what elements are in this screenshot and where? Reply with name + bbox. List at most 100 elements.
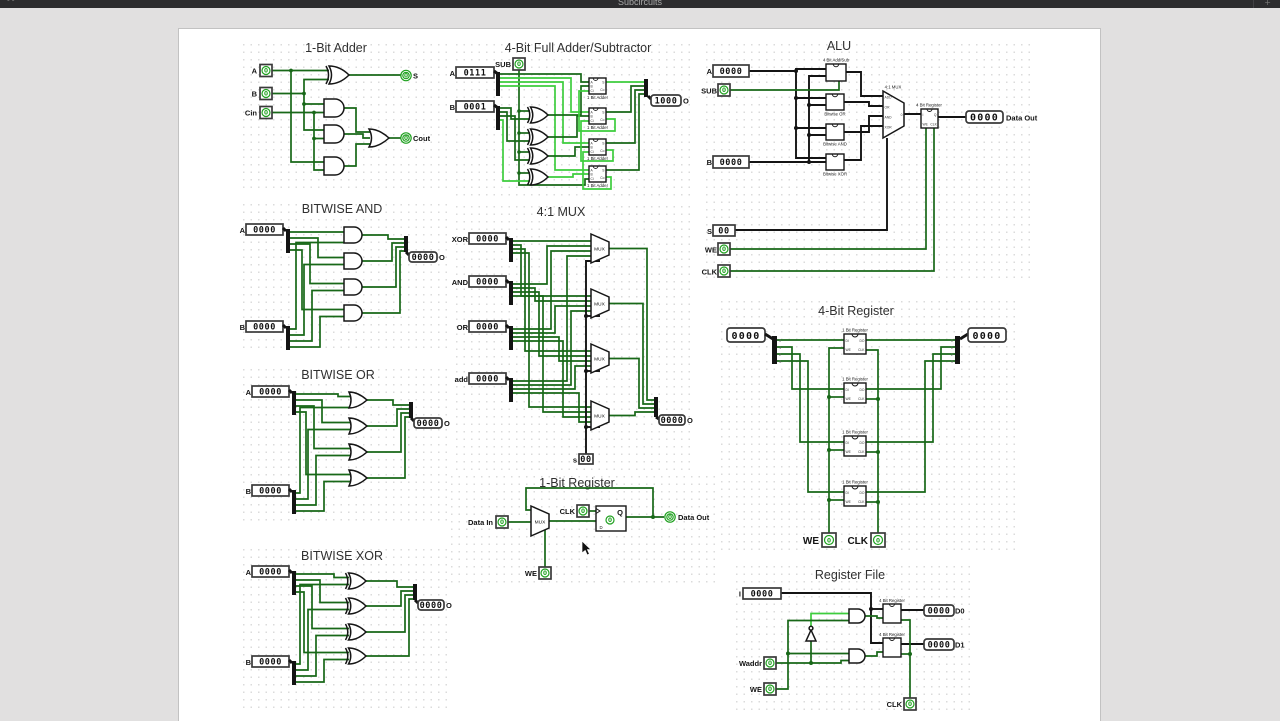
- xor-gate[interactable]: [526, 147, 550, 165]
- svg-text:MUX: MUX: [594, 247, 605, 253]
- input-pin-waddr[interactable]: Waddr 0: [739, 656, 777, 670]
- mux[interactable]: MUX: [530, 504, 550, 538]
- splitter[interactable]: [493, 69, 500, 96]
- input-pin-a[interactable]: A 0: [252, 63, 273, 78]
- input-bus-b[interactable]: B 0000: [707, 155, 750, 169]
- mux[interactable]: MUX: [590, 232, 610, 265]
- svg-text:S: S: [602, 111, 605, 115]
- xor-gate[interactable]: [526, 168, 550, 186]
- and-gate[interactable]: [343, 304, 363, 322]
- input-bus-a[interactable]: A 0000: [240, 223, 284, 236]
- input-pin-we[interactable]: WE 0: [525, 566, 552, 580]
- svg-text:1: 1: [779, 345, 782, 350]
- and-gate[interactable]: [323, 156, 345, 176]
- input-pin-clk[interactable]: CLK 0: [560, 504, 590, 518]
- or-gate[interactable]: [347, 469, 369, 487]
- splitter[interactable]: [404, 236, 411, 257]
- input-bus-a[interactable]: A 0000: [246, 385, 296, 415]
- and-gate[interactable]: [323, 124, 345, 144]
- xor-gate[interactable]: [526, 128, 550, 146]
- subcircuit-4-bit-register[interactable]: 4 Bit Register: [879, 632, 905, 658]
- svg-text:S: S: [602, 169, 605, 173]
- splitter[interactable]: [493, 103, 500, 130]
- or-gate[interactable]: [347, 417, 369, 435]
- xor-gate[interactable]: [344, 647, 368, 665]
- window-titlebar[interactable]: •• Subcircuits +: [0, 0, 1280, 8]
- splitter[interactable]: [281, 226, 290, 253]
- schematic-canvas[interactable]: 1-Bit Adder A 0: [178, 28, 1101, 721]
- input-bus[interactable]: 0000 0 1 2 3: [726, 327, 782, 364]
- input-pin-clk[interactable]: CLK 0: [847, 532, 886, 548]
- window-title: Subcircuits: [617, 0, 663, 7]
- splitter[interactable]: [654, 397, 660, 421]
- input-bus-a[interactable]: A 0111: [450, 66, 495, 79]
- or-gate[interactable]: [367, 128, 391, 148]
- splitter[interactable]: [281, 323, 290, 350]
- and-gate[interactable]: [343, 226, 363, 244]
- input-pin-sub[interactable]: SUB 0: [701, 83, 731, 97]
- input-bus-xor[interactable]: XOR 0000: [452, 232, 513, 262]
- input-bus-add[interactable]: add 0000: [455, 372, 513, 402]
- subcircuit-4-bit-register[interactable]: 4 Bit Register: [879, 598, 905, 624]
- subcircuit-4-bit-add-sub[interactable]: 4 Bit Add/Sub: [823, 58, 850, 82]
- mux-4to1[interactable]: 4:1 MUX ADD OR AND XOR 0: [882, 85, 905, 140]
- input-bus-b[interactable]: B 0000: [240, 320, 284, 333]
- input-pin-sub[interactable]: SUB 0: [495, 57, 526, 71]
- input-bus-i[interactable]: I 0000: [739, 587, 782, 600]
- input-pin-we[interactable]: WE 0: [705, 242, 731, 256]
- xor-gate[interactable]: [526, 106, 550, 124]
- mux[interactable]: MUX: [590, 287, 610, 320]
- input-pin-clk[interactable]: CLK 0: [887, 697, 917, 711]
- and-gate[interactable]: [343, 278, 363, 296]
- and-gate[interactable]: [848, 608, 866, 624]
- input-bus-b[interactable]: B 0000: [246, 484, 296, 514]
- mux[interactable]: MUX: [590, 399, 610, 432]
- input-pin-we[interactable]: WE 0: [750, 682, 777, 696]
- mux[interactable]: MUX: [590, 342, 610, 375]
- splitter[interactable]: [644, 79, 653, 101]
- svg-text:CLK: CLK: [560, 507, 576, 516]
- not-gate[interactable]: [804, 625, 818, 642]
- window-controls-icon[interactable]: ••: [6, 0, 16, 5]
- svg-text:s: s: [573, 456, 577, 465]
- subcircuit-bitwise-or[interactable]: Bitwise OR: [824, 93, 846, 117]
- d-flipflop[interactable]: Q 0 D: [595, 505, 627, 532]
- subcircuit-4-bit-register[interactable]: 4 Bit Register I Q WE CLK: [916, 103, 942, 129]
- xor-gate[interactable]: [344, 623, 368, 641]
- or-gate[interactable]: [347, 391, 369, 409]
- input-pin-cin[interactable]: Cin 0: [245, 105, 273, 120]
- subcircuit-bitwise-xor[interactable]: Bitwise XOR: [823, 153, 847, 177]
- input-bus-a[interactable]: A 0000: [707, 64, 750, 78]
- splitter[interactable]: [413, 584, 420, 605]
- xor-gate[interactable]: [344, 572, 368, 590]
- splitter[interactable]: [409, 402, 416, 423]
- input-bus-a[interactable]: A 0000: [246, 565, 296, 595]
- new-tab-icon[interactable]: +: [1264, 0, 1271, 7]
- input-bus-b[interactable]: B 0000: [246, 655, 296, 685]
- subcircuit-bitwise-and[interactable]: Bitwise AND: [823, 123, 847, 147]
- and-gate[interactable]: [848, 648, 866, 664]
- or-gate[interactable]: [347, 443, 369, 461]
- and-gate[interactable]: [343, 252, 363, 270]
- input-bus-b[interactable]: B 0001: [450, 100, 495, 113]
- input-pin-b[interactable]: B 0: [252, 86, 273, 101]
- svg-text:D0: D0: [955, 607, 965, 616]
- input-bus-s[interactable]: s 00: [573, 453, 594, 465]
- xor-gate[interactable]: [344, 597, 368, 615]
- input-pin-clk[interactable]: CLK 0: [702, 264, 731, 278]
- input-bus-s[interactable]: S 00: [707, 224, 736, 237]
- xor-gate[interactable]: [325, 65, 351, 85]
- input-bus-or[interactable]: OR 0000: [457, 320, 513, 350]
- input-pin-data-in[interactable]: Data In 0: [468, 515, 509, 529]
- input-pin-we[interactable]: WE 0: [803, 532, 837, 548]
- and-gate[interactable]: [323, 98, 345, 118]
- input-bus-and[interactable]: AND 0000: [452, 275, 513, 305]
